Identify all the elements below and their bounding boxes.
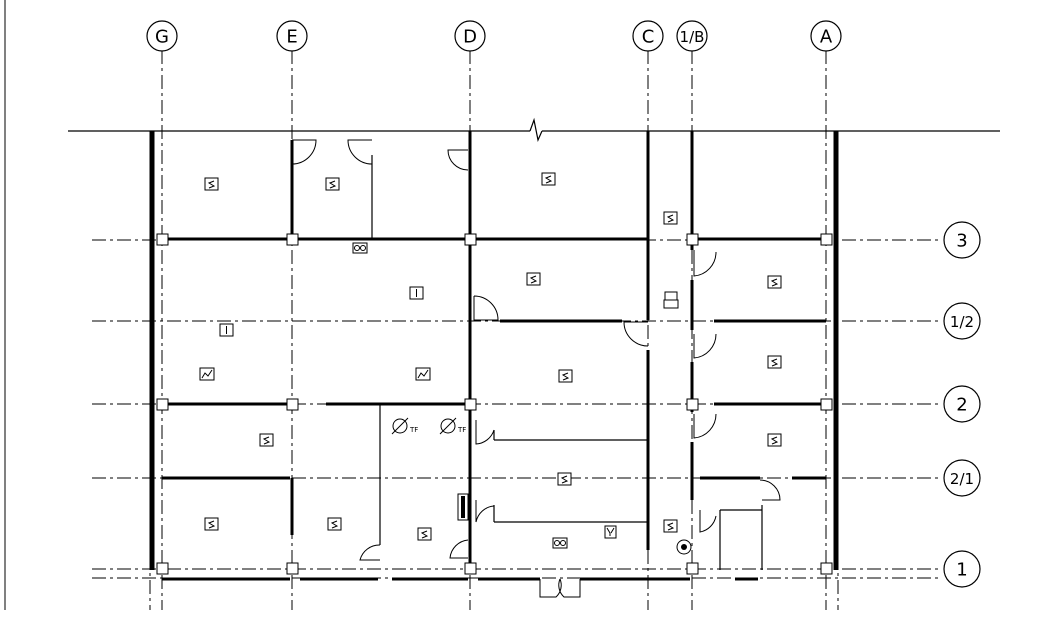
svg-text:A: A (820, 27, 833, 48)
column-bubble-a: A (810, 20, 842, 52)
column-bubble-g: G (146, 20, 178, 52)
svg-text:3: 3 (956, 231, 967, 252)
column-bubble-1b: 1/B (676, 20, 708, 52)
svg-text:1/2: 1/2 (950, 313, 974, 331)
light-fixture-icon (219, 286, 424, 337)
svg-text:1: 1 (956, 560, 967, 581)
column-bubble-c: C (632, 20, 664, 52)
svg-text:1/B: 1/B (680, 28, 705, 46)
svg-text:2: 2 (956, 395, 967, 416)
structural-columns (156, 233, 833, 575)
svg-text:2/1: 2/1 (950, 470, 974, 488)
exhaust-icon (352, 242, 679, 549)
door-swings (291, 139, 781, 598)
panel-icon (199, 367, 431, 381)
svg-text:TF: TF (409, 426, 418, 434)
row-bubble-1: 1 (943, 550, 981, 588)
column-bubble-e: E (276, 20, 308, 52)
row-bubble-2-1: 2/1 (943, 459, 981, 497)
column-grid-lines (149, 50, 839, 610)
fan-icon: TF TF (391, 417, 692, 555)
outlet-icon (204, 172, 782, 541)
row-bubble-2: 2 (943, 385, 981, 423)
exterior-walls (149, 131, 839, 581)
row-grid-lines (92, 239, 940, 579)
svg-text:E: E (286, 27, 297, 48)
svg-text:G: G (155, 27, 169, 48)
svg-text:C: C (642, 27, 655, 48)
column-bubble-d: D (454, 20, 486, 52)
top-boundary-line (68, 117, 1000, 142)
row-bubble-1-2: 1/2 (943, 302, 981, 340)
svg-text:TF: TF (457, 426, 466, 434)
interior-walls (162, 131, 826, 570)
svg-text:D: D (463, 27, 477, 48)
row-bubble-3: 3 (943, 221, 981, 259)
